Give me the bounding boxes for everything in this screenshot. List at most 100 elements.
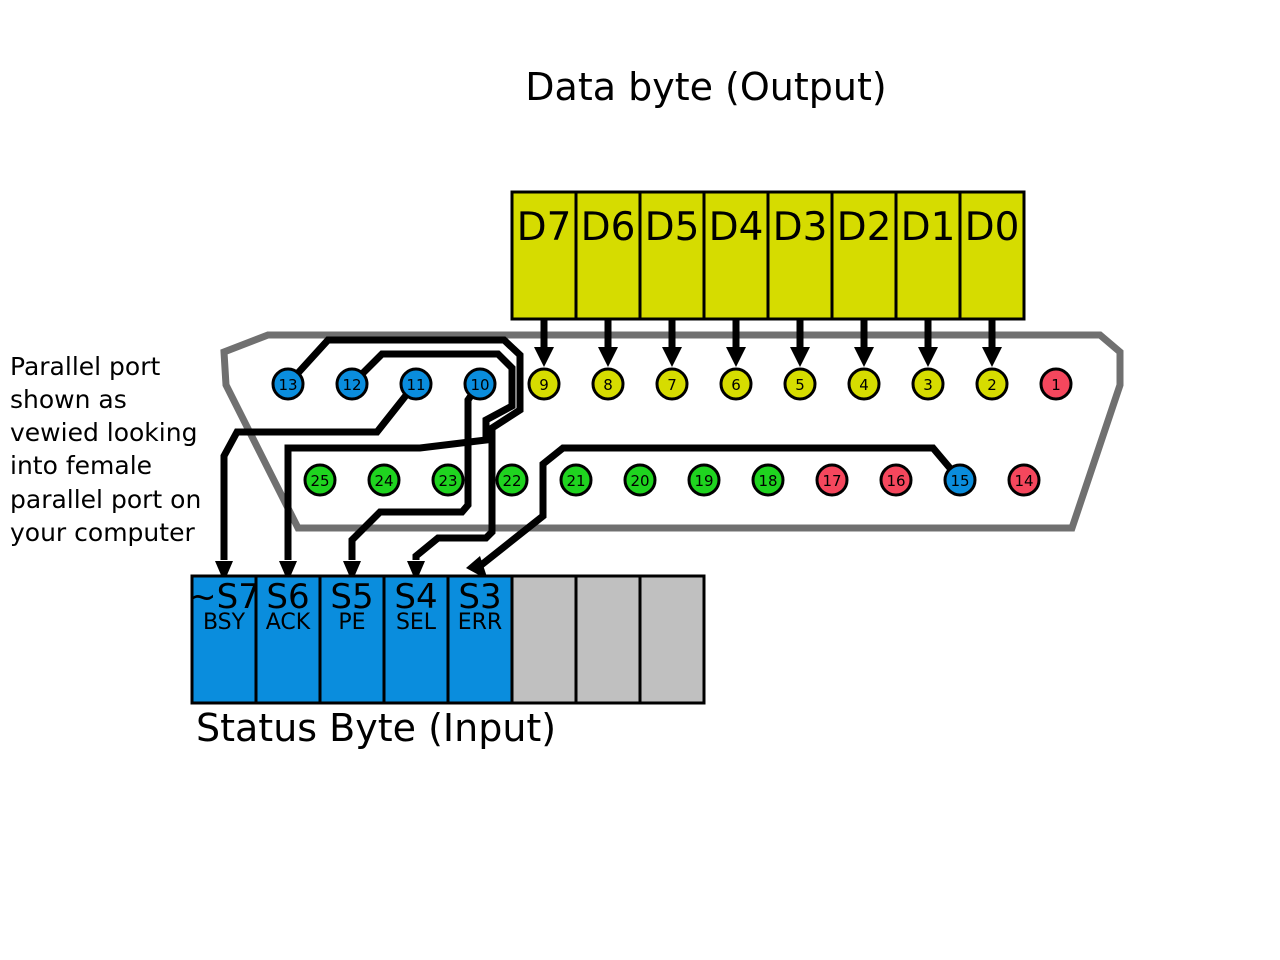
pin-17 bbox=[815, 463, 849, 497]
pin-7 bbox=[655, 367, 689, 401]
status-bit-cell bbox=[382, 574, 450, 705]
status-bit-label: S4 bbox=[394, 577, 437, 617]
pin-label: 2 bbox=[987, 376, 997, 394]
pin-label: 9 bbox=[539, 376, 549, 394]
pin-label: 3 bbox=[923, 376, 933, 394]
pin-15 bbox=[943, 463, 977, 497]
data-wire-arrowhead bbox=[726, 347, 746, 367]
note-line: your computer bbox=[10, 518, 195, 547]
status-bit-label: S3 bbox=[458, 577, 501, 617]
wire-pin15-to-s3 bbox=[477, 444, 963, 569]
status-bit-signal: BSY bbox=[203, 610, 246, 635]
pin-label: 14 bbox=[1014, 472, 1033, 490]
data-bit-label: D3 bbox=[773, 205, 828, 250]
data-bit-label: D4 bbox=[709, 205, 764, 250]
pin-label: 17 bbox=[822, 472, 841, 490]
status-bit-label: S5 bbox=[330, 577, 373, 617]
pin-8 bbox=[591, 367, 625, 401]
note-line: parallel port on bbox=[10, 485, 201, 514]
status-bit-cell bbox=[446, 574, 514, 705]
data-bit-label: D1 bbox=[901, 205, 956, 250]
pin-label: 8 bbox=[603, 376, 613, 394]
status-bit-signal: PE bbox=[338, 610, 365, 635]
data-wire-arrowhead bbox=[982, 347, 1002, 367]
pin-label: 15 bbox=[950, 472, 969, 490]
status-bit-signal: ERR bbox=[458, 610, 502, 635]
pin-23 bbox=[431, 463, 465, 497]
pin-16 bbox=[879, 463, 913, 497]
pin-12 bbox=[335, 367, 369, 401]
pin-label: 22 bbox=[502, 472, 521, 490]
pin-label: 18 bbox=[758, 472, 777, 490]
wire-pin10-to-s5 bbox=[348, 382, 482, 560]
pin-20 bbox=[623, 463, 657, 497]
db25-connector-outline bbox=[220, 331, 1124, 532]
status-wires bbox=[220, 336, 963, 569]
pin-label: 4 bbox=[859, 376, 869, 394]
note-line: vewied looking bbox=[10, 418, 197, 447]
pin-label: 20 bbox=[630, 472, 649, 490]
data-wire-arrowhead bbox=[918, 347, 938, 367]
pin-label: 19 bbox=[694, 472, 713, 490]
pin-6 bbox=[719, 367, 753, 401]
data-wire-arrowhead bbox=[790, 347, 810, 367]
pin-2 bbox=[975, 367, 1009, 401]
pin-22 bbox=[495, 463, 529, 497]
pin-label: 5 bbox=[795, 376, 805, 394]
pin-label: 24 bbox=[374, 472, 393, 490]
data-bit-label: D2 bbox=[837, 205, 892, 250]
status-bit-cell bbox=[318, 574, 386, 705]
pin-21 bbox=[559, 463, 593, 497]
pin-5 bbox=[783, 367, 817, 401]
pin-24 bbox=[367, 463, 401, 497]
pin-3 bbox=[911, 367, 945, 401]
data-wire-arrowhead bbox=[534, 347, 554, 367]
pin-18 bbox=[751, 463, 785, 497]
unused-bit-cell bbox=[510, 574, 578, 705]
pin-13 bbox=[271, 367, 305, 401]
status-bit-signal: SEL bbox=[396, 610, 437, 635]
pin-label: 10 bbox=[470, 376, 489, 394]
status-bit-signal: ACK bbox=[266, 610, 311, 635]
status-arrowheads bbox=[215, 556, 488, 582]
arrowhead-s4 bbox=[407, 561, 425, 582]
pin-label: 7 bbox=[667, 376, 677, 394]
unused-bit-cell bbox=[638, 574, 706, 705]
status-byte-title: Status Byte (Input) bbox=[196, 706, 556, 750]
data-bit-label: D7 bbox=[517, 205, 572, 250]
pin-label: 13 bbox=[278, 376, 297, 394]
arrowhead-s3 bbox=[466, 556, 488, 580]
pin-label: 11 bbox=[406, 376, 425, 394]
note-line: into female bbox=[10, 451, 152, 480]
arrowhead-s7 bbox=[215, 561, 233, 582]
pin-4 bbox=[847, 367, 881, 401]
pin-19 bbox=[687, 463, 721, 497]
data-bit-cell bbox=[510, 190, 578, 321]
pin-14 bbox=[1007, 463, 1041, 497]
data-wire-arrowhead bbox=[662, 347, 682, 367]
pin-10 bbox=[463, 367, 497, 401]
data-wires bbox=[534, 319, 1002, 367]
data-bit-label: D0 bbox=[965, 205, 1020, 250]
pin-label: 21 bbox=[566, 472, 585, 490]
status-bit-label: S6 bbox=[266, 577, 309, 617]
pin-11 bbox=[399, 367, 433, 401]
note-line: Parallel port bbox=[10, 352, 160, 381]
data-wire-arrowhead bbox=[598, 347, 618, 367]
wire-pin12-to-s6 bbox=[284, 350, 516, 560]
orientation-note: Parallel port shown as vewied looking in… bbox=[10, 352, 209, 547]
data-bit-cell bbox=[958, 190, 1026, 321]
pin-label: 1 bbox=[1051, 376, 1061, 394]
arrowhead-s6 bbox=[279, 561, 297, 582]
pin-25 bbox=[303, 463, 337, 497]
pin-label: 25 bbox=[310, 472, 329, 490]
data-bit-label: D5 bbox=[645, 205, 700, 250]
status-bit-cell bbox=[190, 574, 258, 705]
pin-9 bbox=[527, 367, 561, 401]
data-wire-arrowhead bbox=[854, 347, 874, 367]
